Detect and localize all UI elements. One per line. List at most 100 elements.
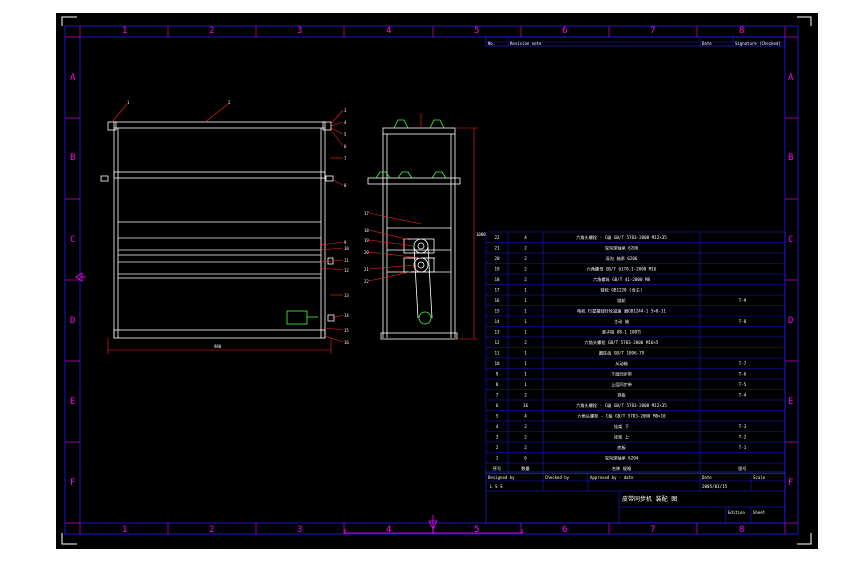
front-balloons: 1 2 3 4 5 6 7 8 9 10 11 12 13 14 15 16 [127,100,349,345]
side-view [367,127,461,340]
bom-row-qty: 2 [524,340,527,345]
zone-row-right: A [788,73,794,83]
checked-by-label: Checked by [545,475,570,480]
balloon: 3 [344,108,347,113]
balloon: 15 [344,328,349,333]
bom-row-no: 19 [494,267,500,272]
balloon: 1 [127,100,130,105]
bom-row-no: 8 [496,382,499,387]
bom-row-desc: 从动轴 [615,360,628,367]
zone-row-left: B [70,153,75,163]
balloon: 5 [344,132,347,137]
bom-row-qty: 1 [524,372,527,377]
bom-row-qty: 1 [524,309,527,314]
bom-row-desc: 下层同步带 [611,372,632,378]
drawing-title: 皮带同步机 装配 图 [622,495,677,503]
bom-row-qty: 1 [524,330,527,335]
driven-sprocket [413,257,429,273]
zone-col-bottom: 6 [562,525,567,535]
bom-row-qty: 2 [524,445,527,450]
bom-row-no: 11 [494,351,500,356]
balloon: 20 [364,250,369,255]
zone-col-top: 7 [650,26,655,36]
bom-row-desc: 上层同步带 [611,381,632,388]
balloon: 14 [344,313,349,318]
approved-by-label: Approved by - date [590,475,634,480]
zone-row-right: F [788,478,793,488]
bom-row-ref: T-3 [739,424,747,429]
balloon: 10 [344,246,349,251]
bom-row-qty: 4 [524,414,527,419]
motor-sprocket [418,311,432,325]
sheet-label: Sheet [753,510,766,515]
side-height-dimension [420,113,478,340]
bom-row-desc: 挂架 下 [614,423,629,430]
bom-row-qty: 2 [524,246,527,251]
date-label: Date [702,475,712,480]
zone-col-top: 3 [297,26,302,36]
zone-labels: 1 2 3 4 5 6 7 8 1 2 3 4 5 6 7 8 A B C D … [70,26,794,535]
bom-row-ref: T-6 [739,372,747,377]
bom-row-qty: 6 [524,456,527,461]
bom-row-desc: 六角头螺栓 GB/T 5783-2000 M16×5 [585,339,659,346]
bom-row-no: 5 [496,414,499,419]
title-block: Designed by L S S Checked by Approved by… [485,471,786,524]
bom-row-qty: 1 [524,298,527,303]
balloon: 18 [364,228,369,233]
balloon: 19 [364,238,369,243]
balloon: 22 [364,279,369,284]
bom-row-desc: 深沟球轴承 6206 [605,245,639,252]
designed-by-value: L S S [490,484,503,489]
front-view [100,121,335,339]
zone-col-top: 8 [739,26,744,36]
revision-table: No. Revision note Date Signature (Checke… [485,36,786,47]
side-view-rollers [375,119,447,179]
bom-row-qty: 1 [524,351,527,356]
drawing-sheet: 1 2 3 4 5 6 7 8 1 2 3 4 5 6 7 8 A B C D … [56,13,818,549]
bom-row-no: 22 [494,235,500,240]
bom-row-qty: 2 [524,277,527,282]
balloon: 4 [344,120,347,125]
balloon: 7 [344,156,347,161]
zone-col-bottom: 7 [650,525,655,535]
zone-col-bottom: 4 [386,525,391,535]
bom-header-qty: 数量 [521,465,529,472]
bom-row-no: 17 [494,288,500,293]
bom-row-desc: 深沟球轴承 6204 [605,455,639,462]
bom-row-no: 10 [494,361,500,366]
bom-row-no: 16 [494,298,500,303]
bom-row-no: 3 [496,435,499,440]
bom-row-desc: 六角头螺栓 - C级 GB/T 5783-2000 M8×10 [577,413,666,420]
bom-row-qty: 2 [524,435,527,440]
bom-row-no: 15 [494,309,500,314]
bom-row-desc: 链轮 GB1220 (含主) [601,287,643,294]
bom-row-ref: T-2 [739,435,747,440]
zone-col-bottom: 1 [122,525,127,535]
bom-row-desc: 六角螺母 GB/T 41-2000 M8 [593,276,651,283]
bom-row-ref: T-4 [739,393,747,398]
bom-row-qty: 2 [524,424,527,429]
bom-row-desc: 底板 [617,444,626,451]
bom-row-desc: 滚子链 08-1 108节 [602,329,641,336]
bom-row-qty: 1 [524,288,527,293]
designed-by-label: Designed by [488,475,515,480]
bom-row-ref: T-1 [739,445,747,450]
drive-sprocket [413,238,429,254]
side-leaders [368,212,422,282]
bom-header-desc: 名称 规格 [612,465,632,472]
bom-row-ref: T-8 [739,319,747,324]
bom-row-no: 12 [494,340,500,345]
bom-row-no: 7 [496,393,499,398]
bom-header-ref: 图号 [738,466,746,472]
balloon: 21 [364,267,369,272]
side-height-label: 1080 [476,232,486,237]
zone-col-top: 5 [474,26,479,36]
rev-date-label: Date [702,41,712,46]
zone-row-right: B [788,153,793,163]
inner-border [79,36,786,524]
bom-row-no: 2 [496,445,499,450]
date-value: 2005/01/15 [702,484,728,489]
bom-row-desc: 挡板 [617,392,626,399]
edition-label: Edition [728,510,745,515]
